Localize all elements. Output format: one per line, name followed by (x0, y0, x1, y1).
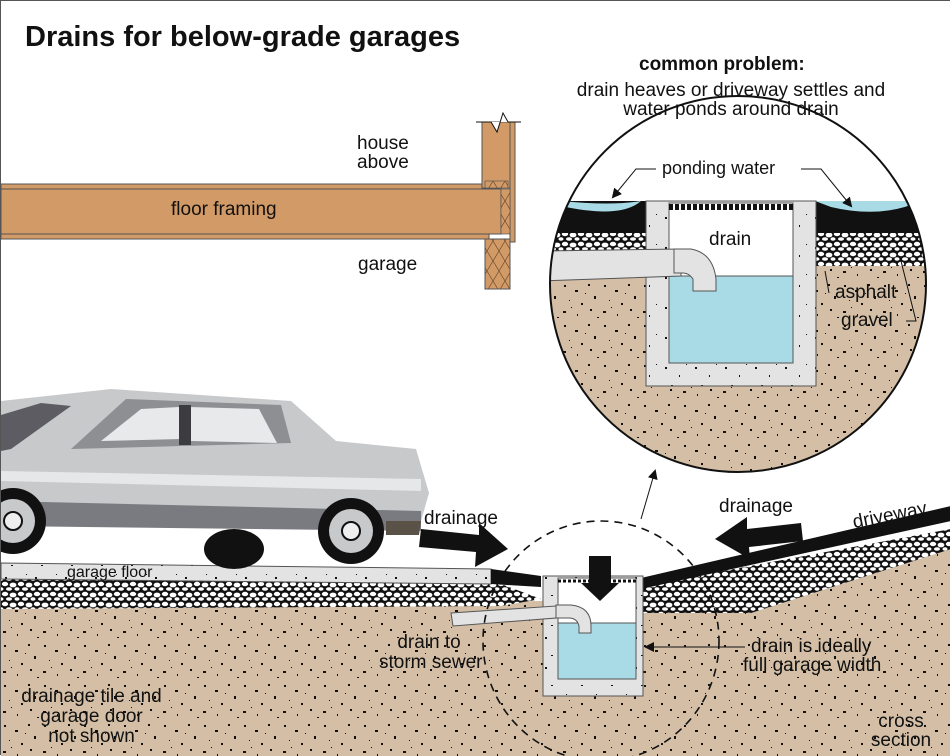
floor-framing (1, 183, 502, 240)
label-asphalt: asphalt (835, 282, 897, 303)
label-ponding-water: ponding water (662, 158, 776, 178)
detail-pointer (640, 469, 658, 520)
note-line-2: garage door (40, 706, 143, 727)
label-cross: cross (878, 711, 924, 732)
label-drain-to-1: drain to (397, 632, 461, 653)
wall-framing (476, 111, 521, 290)
label-gravel: gravel (841, 310, 893, 331)
drainage-arrow-right-icon (715, 517, 803, 559)
label-section: section (870, 730, 932, 751)
diagram-title: Drains for below-grade garages (25, 21, 461, 53)
label-drain-to-2: storm sewer (379, 652, 483, 673)
callout-line-2: water ponds around drain (623, 99, 839, 120)
callout-line-1: drain heaves or driveway settles and (576, 80, 886, 101)
ground-cross-section (1, 506, 950, 756)
car (1, 389, 429, 569)
label-house-above-2: above (357, 152, 409, 173)
note-line-3: not shown (48, 726, 135, 747)
label-drainage-left: drainage (424, 508, 498, 529)
drainage-arrow-left-icon (419, 523, 508, 567)
label-house-above-1: house (357, 133, 409, 154)
label-garage-floor: garage floor (67, 564, 153, 581)
label-floor-framing: floor framing (171, 199, 277, 220)
note-line-1: drainage tile and (21, 686, 162, 707)
main-drain (450, 556, 644, 697)
label-drainage-right: drainage (719, 496, 793, 517)
callout-heading: common problem: (639, 54, 805, 75)
detail-highlight-circle (482, 520, 720, 756)
label-garage: garage (358, 254, 418, 275)
label-drain-detail: drain (709, 229, 752, 250)
label-drain-ideal-1: drain is ideally (751, 636, 872, 657)
label-drain-ideal-2: full garage width (743, 655, 882, 676)
downward-arrow-icon (581, 556, 619, 601)
